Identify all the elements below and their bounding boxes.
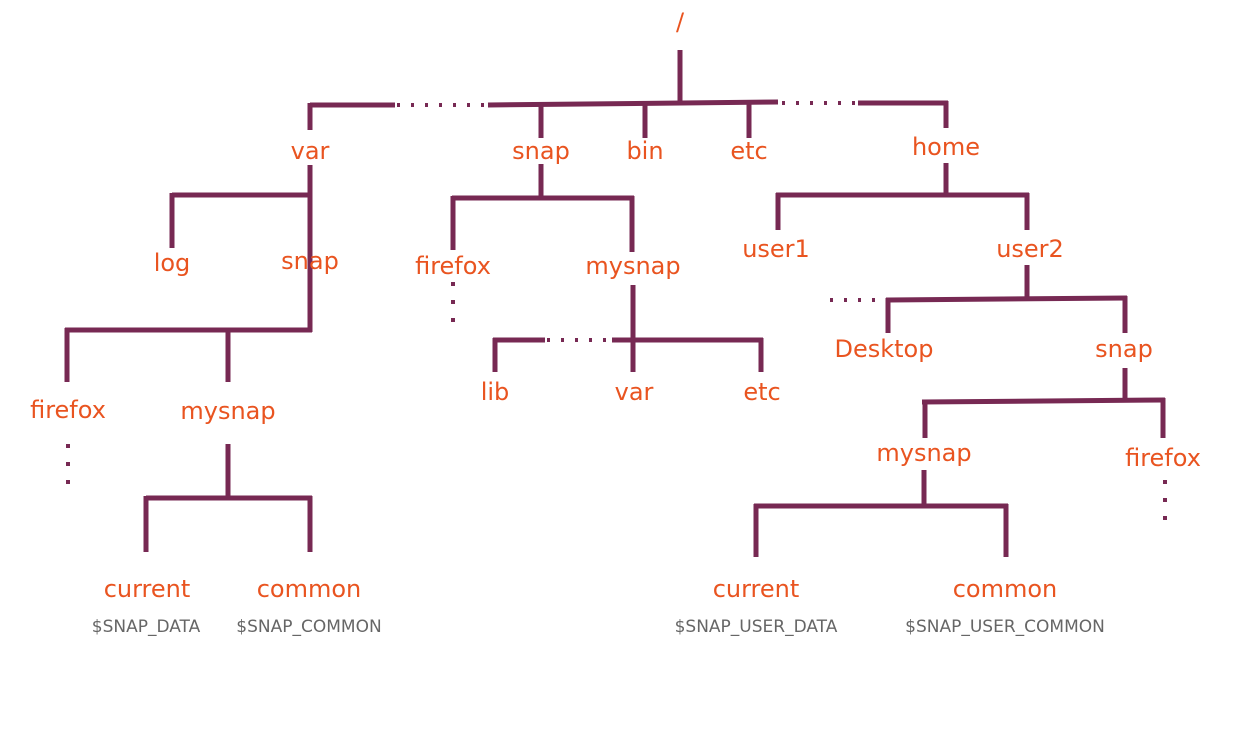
node-etc: etc: [730, 137, 767, 165]
tree-connectors: [64, 50, 1167, 557]
env-snap-common: $SNAP_COMMON: [236, 617, 381, 637]
node-var-log: log: [154, 249, 191, 277]
node-var-snap-mysnap: mysnap: [180, 397, 275, 425]
node-user1: user1: [742, 235, 810, 263]
node-var: var: [291, 137, 330, 165]
node-snap-firefox: firefox: [415, 252, 491, 280]
connector-user2-snap-bar: [921, 397, 1166, 405]
tree-nodes: / var snap bin etc home log snap firefox…: [30, 8, 1201, 603]
node-root: /: [676, 8, 685, 36]
env-snap-user-data: $SNAP_USER_DATA: [675, 617, 838, 637]
node-user2-snap: snap: [1095, 335, 1153, 363]
node-user-firefox: firefox: [1125, 444, 1201, 472]
connector-root-mid: [487, 99, 779, 108]
node-data-common: common: [257, 575, 362, 603]
node-home: home: [912, 133, 980, 161]
env-snap-user-common: $SNAP_USER_COMMON: [905, 617, 1105, 637]
node-data-current: current: [104, 575, 191, 603]
connector-user2-bar: [885, 295, 1128, 303]
node-var-snap: snap: [281, 247, 339, 275]
node-mysnap-var: var: [615, 378, 654, 406]
node-mysnap-etc: etc: [743, 378, 780, 406]
env-var-captions: $SNAP_DATA $SNAP_COMMON $SNAP_USER_DATA …: [92, 617, 1105, 637]
node-user-current: current: [713, 575, 800, 603]
node-var-snap-firefox: firefox: [30, 396, 106, 424]
node-user-common: common: [953, 575, 1058, 603]
node-mysnap-lib: lib: [481, 378, 510, 406]
node-desktop: Desktop: [835, 335, 934, 363]
node-snap-mysnap: mysnap: [585, 252, 680, 280]
node-user-mysnap: mysnap: [876, 439, 971, 467]
node-user2: user2: [996, 235, 1064, 263]
node-bin: bin: [626, 137, 663, 165]
node-snap: snap: [512, 137, 570, 165]
env-snap-data: $SNAP_DATA: [92, 617, 201, 637]
